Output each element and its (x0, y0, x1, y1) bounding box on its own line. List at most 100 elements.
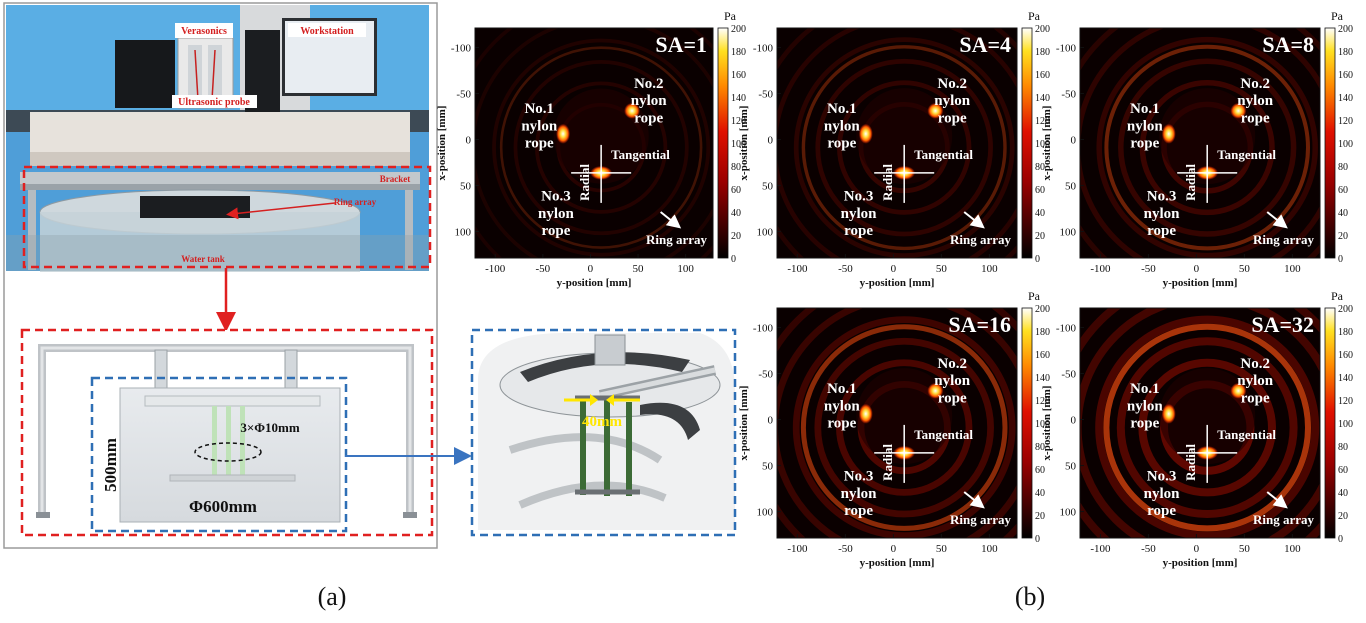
ring-artefact (1116, 337, 1298, 519)
colorbar-tick-label: 160 (1035, 70, 1050, 81)
y-tick-label: 50 (460, 181, 472, 193)
diameter-label: Φ600mm (189, 497, 257, 516)
spacing-label: 40mm (582, 414, 622, 430)
ring-artefact (793, 37, 1015, 258)
rope-label-line: No.2 (937, 76, 967, 92)
x-tick-label: 100 (981, 543, 998, 555)
colorbar-tick-label: 160 (1338, 350, 1353, 361)
x-axis-label: y-position [mm] (860, 277, 935, 289)
rope-label-line: rope (844, 223, 873, 239)
colorbar-tick-label: 60 (1338, 465, 1348, 476)
rope2-hotspot (1230, 382, 1247, 399)
heatmap-panel-1: SA=1No.1nylonropeNo.2nylonropeNo.3nylonr… (436, 9, 746, 289)
x-tick-label: 50 (1239, 543, 1251, 555)
colorbar-tick-label: 80 (1338, 162, 1348, 173)
x-tick-label: 100 (677, 263, 694, 275)
colorbar-tick-label: 0 (731, 254, 736, 265)
ring-artefact (792, 316, 1016, 538)
y-axis-label: x-position [mm] (436, 106, 448, 181)
rope-label-line: No.1 (524, 101, 554, 117)
heatmap-panel-5: SA=32No.1nylonropeNo.2nylonropeNo.3nylon… (1041, 289, 1353, 569)
plot-frame (1079, 307, 1321, 539)
colorbar-tick-label: 140 (1035, 93, 1050, 104)
colorbar-tick-label: 200 (731, 24, 746, 35)
colorbar-tick-label: 60 (1035, 185, 1045, 196)
rope-label-line: nylon (824, 118, 861, 134)
ring-artefact (1104, 44, 1310, 251)
radial-label: Radial (577, 164, 592, 201)
x-tick-label: -50 (838, 543, 853, 555)
rope1-hotspot (1161, 403, 1176, 424)
verasonics-label: Verasonics (181, 26, 227, 37)
rope-label-line: rope (1130, 416, 1159, 432)
x-tick-label: -100 (787, 543, 808, 555)
x-axis-label: y-position [mm] (860, 557, 935, 569)
colorbar-tick-label: 100 (1338, 139, 1353, 150)
x-tick-label: 50 (1239, 263, 1251, 275)
colorbar-tick-label: 0 (1035, 534, 1040, 545)
colorbar-tick-label: 20 (731, 231, 741, 242)
x-tick-label: 50 (936, 543, 948, 555)
radial-label: Radial (880, 164, 895, 201)
colorbar-unit: Pa (1331, 289, 1344, 303)
ring-array-arrow (1266, 491, 1288, 509)
colorbar-tick-label: 80 (1035, 442, 1045, 453)
x-tick-label: -50 (1141, 263, 1156, 275)
colorbar-tick-label: 20 (1338, 231, 1348, 242)
ring-array-photo-label: Ring array (334, 197, 377, 207)
panel-a-label: (a) (318, 582, 347, 611)
colorbar-unit: Pa (1028, 289, 1041, 303)
y-tick-label: 50 (1065, 461, 1077, 473)
ring-array-arrow (963, 211, 985, 229)
ring-artefact (801, 45, 1007, 251)
rope1-hotspot (556, 123, 571, 144)
rope-label-line: No.3 (844, 189, 874, 205)
panel-b: SA=1No.1nylonropeNo.2nylonropeNo.3nylonr… (436, 9, 1353, 569)
colorbar-tick-label: 120 (1338, 396, 1353, 407)
x-tick-label: 100 (1284, 543, 1301, 555)
tank-schematic: 3×Φ10mm 500mm Φ600mm (20, 328, 434, 537)
rope2-hotspot (1230, 102, 1247, 119)
ring-artefact (837, 80, 972, 215)
rope-label-line: No.2 (1240, 356, 1270, 372)
rope-label-line: rope (827, 416, 856, 432)
colorbar-unit: Pa (1331, 9, 1344, 23)
rope-label-line: No.2 (634, 76, 664, 92)
colorbar-tick-label: 160 (1035, 350, 1050, 361)
colorbar (1021, 27, 1033, 259)
panel-a: Verasonics Workstation Ultrasonic probe … (3, 2, 737, 611)
x-axis-label: y-position [mm] (1163, 277, 1238, 289)
x-tick-label: 0 (1194, 543, 1200, 555)
colorbar-tick-label: 160 (731, 70, 746, 81)
ring-artefact (492, 38, 711, 257)
ring-array-label: Ring array (950, 232, 1012, 247)
y-tick-label: 0 (768, 415, 774, 427)
heatmap-panel-3: SA=8No.1nylonropeNo.2nylonropeNo.3nylonr… (1041, 9, 1353, 289)
ring-array-label: Ring array (1253, 232, 1315, 247)
rope-label-line: No.3 (1147, 189, 1177, 205)
radial-label: Radial (880, 444, 895, 481)
colorbar-tick-label: 160 (1338, 70, 1353, 81)
ring-array-arrow (963, 491, 985, 509)
rope1-hotspot (1161, 123, 1176, 144)
y-tick-label: -100 (753, 323, 774, 335)
colorbar-tick-label: 40 (1035, 488, 1045, 499)
panel-title: SA=32 (1251, 312, 1314, 337)
x-tick-label: 100 (1284, 263, 1301, 275)
rope-label-line: nylon (1237, 373, 1274, 389)
colorbar-tick-label: 140 (1035, 373, 1050, 384)
y-axis-label: x-position [mm] (1041, 106, 1053, 181)
rope-label-line: nylon (1144, 206, 1181, 222)
y-tick-label: 100 (757, 227, 774, 239)
y-tick-label: 100 (1060, 507, 1077, 519)
ring-artefact (1138, 358, 1276, 497)
plot-frame (776, 307, 1018, 539)
rope-label-line: No.2 (1240, 76, 1270, 92)
colorbar-tick-label: 80 (1035, 162, 1045, 173)
colorbar-tick-label: 180 (731, 47, 746, 58)
colorbar-tick-label: 40 (1338, 488, 1348, 499)
colorbar-tick-label: 140 (1338, 373, 1353, 384)
colorbar-tick-label: 180 (1338, 327, 1353, 338)
